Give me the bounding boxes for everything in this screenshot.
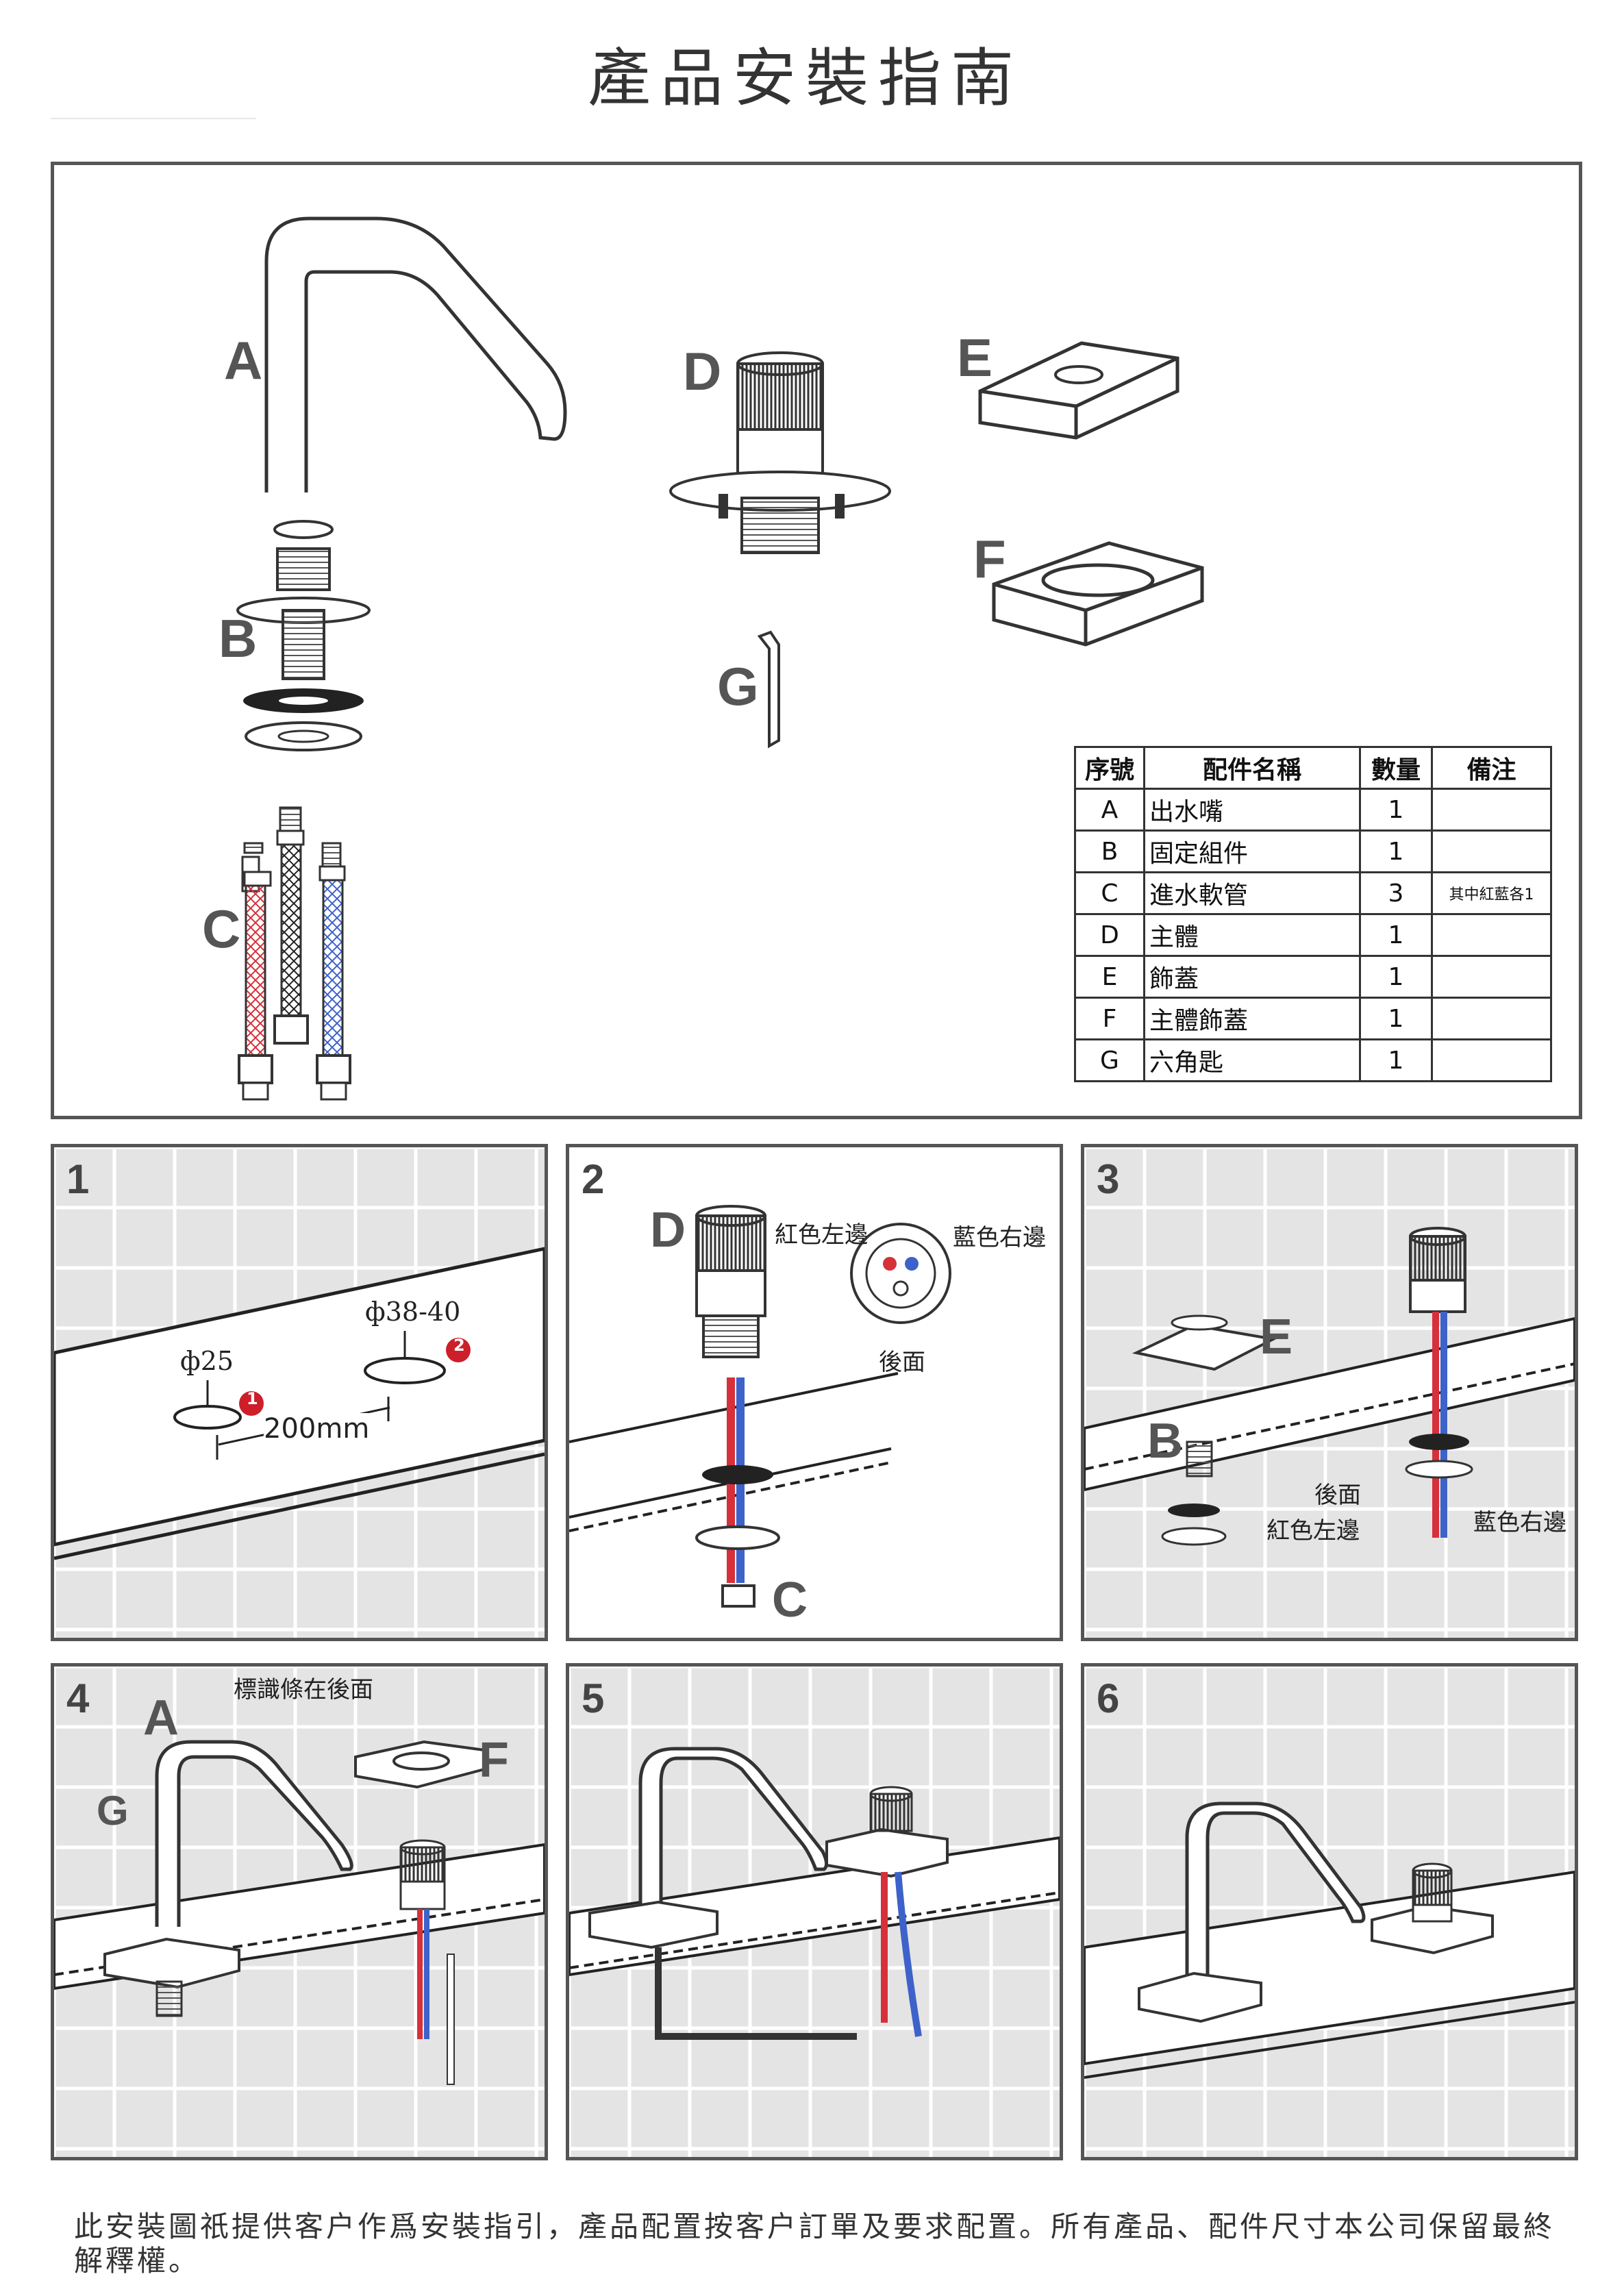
header-qty: 數量 — [1359, 746, 1433, 790]
row-qty: 1 — [1359, 788, 1433, 832]
parts-table-header: 序號 配件名稱 數量 備注 — [1074, 746, 1552, 790]
row-note — [1431, 829, 1552, 873]
step-number: 1 — [66, 1156, 90, 1202]
step-4-drawing — [54, 1667, 545, 2157]
part-f-label: F — [479, 1733, 509, 1788]
row-qty: 1 — [1359, 829, 1433, 873]
page-title: 產品安裝指南 — [587, 42, 1023, 115]
marker-1: 1 — [247, 1389, 258, 1408]
row-id: B — [1074, 829, 1145, 873]
row-note — [1431, 1038, 1552, 1082]
parts-panel: A B C D E F G — [51, 162, 1582, 1119]
step-5-panel: 5 — [566, 1663, 1063, 2160]
row-id: C — [1074, 871, 1145, 915]
hoses-c — [238, 806, 351, 1101]
row-qty: 1 — [1359, 955, 1433, 999]
row-note: 其中紅藍各1 — [1431, 871, 1552, 915]
body-cover-f — [992, 541, 1204, 647]
row-id: G — [1074, 1038, 1145, 1082]
label-strip-note: 標識條在後面 — [234, 1676, 373, 1704]
row-id: D — [1074, 913, 1145, 957]
row-name: 六角匙 — [1143, 1038, 1361, 1082]
step-number: 5 — [582, 1675, 605, 1721]
hole-distance: 200mm — [264, 1413, 370, 1445]
part-a-label: A — [143, 1690, 179, 1745]
row-name: 主體 — [1143, 913, 1361, 957]
hole-1-size: ф25 — [180, 1346, 234, 1376]
step-2-panel: 2 D C 紅色左邊 藍色右邊 後面 — [566, 1144, 1063, 1641]
fixing-kit-b — [236, 520, 371, 751]
label-f: F — [973, 529, 1006, 589]
step-3-panel: 3 E B 後面 紅色左邊 藍色右邊 — [1081, 1144, 1578, 1641]
marker-2: 2 — [453, 1336, 465, 1355]
row-qty: 1 — [1359, 913, 1433, 957]
hex-key-g — [757, 630, 780, 749]
label-b: B — [218, 608, 258, 669]
part-d-label: D — [650, 1203, 686, 1258]
row-qty: 3 — [1359, 871, 1433, 915]
row-note — [1431, 913, 1552, 957]
red-left-note: 紅色左邊 — [775, 1221, 868, 1249]
back-note: 後面 — [879, 1349, 925, 1376]
header-name: 配件名稱 — [1143, 746, 1361, 790]
step-5-drawing — [569, 1667, 1060, 2157]
step-number: 2 — [582, 1156, 605, 1202]
row-qty: 1 — [1359, 997, 1433, 1040]
step-1-panel: 1 ф25 ф38-40 200mm 1 2 — [51, 1144, 548, 1641]
label-g: G — [717, 656, 759, 716]
step-3-drawing — [1084, 1147, 1575, 1638]
row-name: 飾蓋 — [1143, 955, 1361, 999]
disclaimer-text: 此安裝圖祇提供客户作爲安裝指引，產品配置按客户訂單及要求配置。所有產品、配件尺寸… — [74, 2210, 1556, 2278]
parts-drawing — [236, 216, 1204, 1101]
part-g-label: G — [97, 1788, 129, 1834]
step-4-panel: 4 A G F 標識條在後面 — [51, 1663, 548, 2160]
row-name: 出水嘴 — [1143, 788, 1361, 832]
step-number: 6 — [1097, 1675, 1120, 1721]
row-note — [1431, 788, 1552, 832]
step-6-panel: 6 — [1081, 1663, 1578, 2160]
row-id: E — [1074, 955, 1145, 999]
title-divider — [51, 118, 256, 119]
row-name: 進水軟管 — [1143, 871, 1361, 915]
part-b-label: B — [1147, 1414, 1183, 1469]
row-name: 固定組件 — [1143, 829, 1361, 873]
blue-right-note: 藍色右邊 — [953, 1224, 1046, 1251]
row-id: A — [1074, 788, 1145, 832]
hole-2-size: ф38-40 — [365, 1297, 461, 1327]
row-id: F — [1074, 997, 1145, 1040]
label-e: E — [957, 327, 993, 388]
row-qty: 1 — [1359, 1038, 1433, 1082]
label-d: D — [683, 341, 722, 401]
row-note — [1431, 955, 1552, 999]
part-c-label: C — [772, 1573, 808, 1627]
cover-e — [978, 341, 1179, 440]
main-body-d — [669, 351, 891, 554]
row-name: 主體飾蓋 — [1143, 997, 1361, 1040]
part-e-label: E — [1260, 1310, 1293, 1364]
header-note: 備注 — [1431, 746, 1552, 790]
label-c: C — [202, 899, 241, 959]
step-6-drawing — [1084, 1667, 1575, 2157]
label-a: A — [224, 330, 263, 390]
step-2-drawing — [569, 1205, 951, 1608]
blue-right-note: 藍色右邊 — [1473, 1509, 1566, 1536]
red-left-note: 紅色左邊 — [1266, 1517, 1360, 1545]
step-number: 3 — [1097, 1156, 1120, 1202]
row-note — [1431, 997, 1552, 1040]
spout-a — [264, 216, 567, 492]
step-1-drawing — [54, 1147, 545, 1638]
step-number: 4 — [66, 1675, 90, 1721]
back-note: 後面 — [1314, 1482, 1361, 1509]
header-no: 序號 — [1074, 746, 1145, 790]
